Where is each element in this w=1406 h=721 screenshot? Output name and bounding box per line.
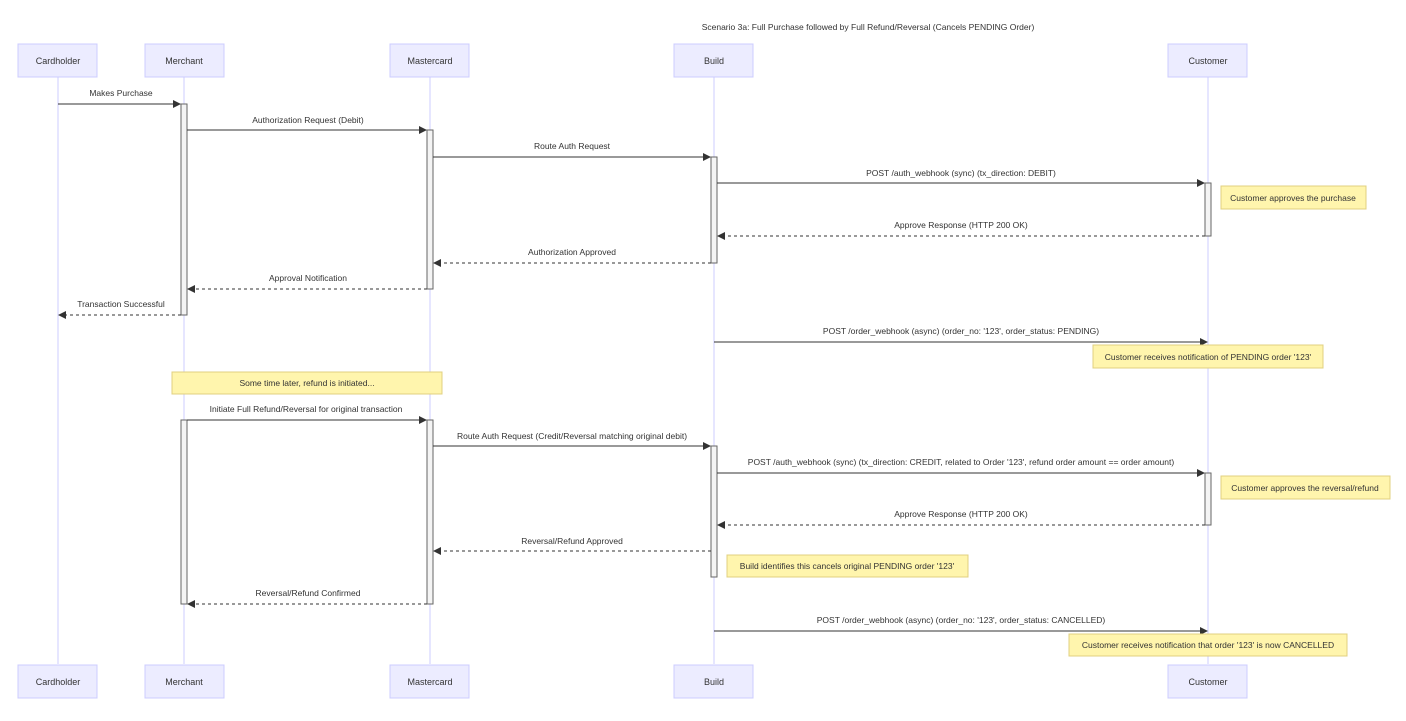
message-transaction-successful: Transaction Successful (58, 299, 181, 319)
actor-cardholder-bottom[interactable]: Cardholder (17, 664, 98, 699)
note-text: Customer receives notification that orde… (1082, 640, 1334, 650)
actor-build-top[interactable]: Build (673, 43, 754, 78)
message-label: Approval Notification (269, 273, 347, 283)
message-label: Authorization Request (Debit) (252, 115, 364, 125)
actor-label: Merchant (165, 56, 203, 66)
message-authorization-request: Authorization Request (Debit) (187, 115, 427, 134)
actor-label: Merchant (165, 677, 203, 687)
message-auth-webhook-debit: POST /auth_webhook (sync) (tx_direction:… (717, 168, 1205, 187)
activation-customer-1 (1204, 182, 1212, 237)
actor-mastercard-top[interactable]: Mastercard (389, 43, 470, 78)
message-auth-webhook-credit: POST /auth_webhook (sync) (tx_direction:… (717, 457, 1205, 477)
message-label: Reversal/Refund Confirmed (256, 588, 361, 598)
message-approve-response-1: Approve Response (HTTP 200 OK) (717, 220, 1205, 240)
message-route-auth-request: Route Auth Request (433, 141, 711, 161)
actor-customer-top[interactable]: Customer (1167, 43, 1248, 78)
message-label: Reversal/Refund Approved (521, 536, 623, 546)
note-build-identifies-cancel: Build identifies this cancels original P… (726, 554, 969, 578)
actor-customer-bottom[interactable]: Customer (1167, 664, 1248, 699)
message-authorization-approved: Authorization Approved (433, 247, 711, 267)
message-label: Route Auth Request (Credit/Reversal matc… (457, 431, 687, 441)
activation-build-1 (710, 156, 718, 264)
diagram-title: Scenario 3a: Full Purchase followed by F… (702, 22, 1035, 32)
message-label: Route Auth Request (534, 141, 611, 151)
message-route-auth-request-credit: Route Auth Request (Credit/Reversal matc… (433, 431, 711, 450)
activation-mastercard-2 (426, 419, 434, 605)
actor-merchant-bottom[interactable]: Merchant (144, 664, 225, 699)
activation-merchant-1 (180, 103, 188, 316)
note-text: Customer approves the purchase (1230, 193, 1356, 203)
message-label: POST /auth_webhook (sync) (tx_direction:… (866, 168, 1056, 178)
message-initiate-refund: Initiate Full Refund/Reversal for origin… (187, 404, 427, 424)
actor-label: Customer (1188, 56, 1227, 66)
message-label: Approve Response (HTTP 200 OK) (894, 509, 1028, 519)
activation-customer-2 (1204, 472, 1212, 526)
message-label: Approve Response (HTTP 200 OK) (894, 220, 1028, 230)
note-text: Some time later, refund is initiated... (239, 378, 374, 388)
message-order-webhook-pending: POST /order_webhook (async) (order_no: '… (714, 326, 1208, 346)
actor-build-bottom[interactable]: Build (673, 664, 754, 699)
message-label: POST /order_webhook (async) (order_no: '… (817, 615, 1106, 625)
actor-label: Cardholder (36, 56, 81, 66)
actor-mastercard-bottom[interactable]: Mastercard (389, 664, 470, 699)
message-label: Initiate Full Refund/Reversal for origin… (210, 404, 403, 414)
actor-label: Customer (1188, 677, 1227, 687)
note-refund-initiated: Some time later, refund is initiated... (171, 371, 443, 395)
actor-label: Mastercard (407, 56, 452, 66)
message-label: POST /auth_webhook (sync) (tx_direction:… (748, 457, 1175, 467)
actor-label: Build (704, 677, 724, 687)
message-order-webhook-cancelled: POST /order_webhook (async) (order_no: '… (714, 615, 1208, 635)
note-text: Build identifies this cancels original P… (740, 561, 955, 571)
note-customer-approves-purchase: Customer approves the purchase (1220, 185, 1367, 210)
note-text: Customer receives notification of PENDIN… (1105, 352, 1312, 362)
message-label: POST /order_webhook (async) (order_no: '… (823, 326, 1099, 336)
note-customer-receives-pending: Customer receives notification of PENDIN… (1092, 344, 1324, 369)
actor-label: Mastercard (407, 677, 452, 687)
activation-mastercard-1 (426, 129, 434, 290)
message-label: Authorization Approved (528, 247, 616, 257)
message-label: Transaction Successful (77, 299, 165, 309)
message-reversal-refund-approved: Reversal/Refund Approved (433, 536, 711, 555)
message-label: Makes Purchase (89, 88, 153, 98)
message-approval-notification: Approval Notification (187, 273, 427, 293)
note-customer-receives-cancelled: Customer receives notification that orde… (1068, 633, 1348, 657)
message-makes-purchase: Makes Purchase (58, 88, 181, 108)
message-approve-response-2: Approve Response (HTTP 200 OK) (717, 509, 1205, 529)
note-customer-approves-reversal: Customer approves the reversal/refund (1220, 475, 1391, 500)
actor-cardholder-top[interactable]: Cardholder (17, 43, 98, 78)
message-reversal-refund-confirmed: Reversal/Refund Confirmed (187, 588, 427, 608)
activation-merchant-2 (180, 419, 188, 605)
actor-label: Build (704, 56, 724, 66)
activation-build-2 (710, 445, 718, 578)
note-text: Customer approves the reversal/refund (1231, 483, 1379, 493)
actor-merchant-top[interactable]: Merchant (144, 43, 225, 78)
actor-label: Cardholder (36, 677, 81, 687)
